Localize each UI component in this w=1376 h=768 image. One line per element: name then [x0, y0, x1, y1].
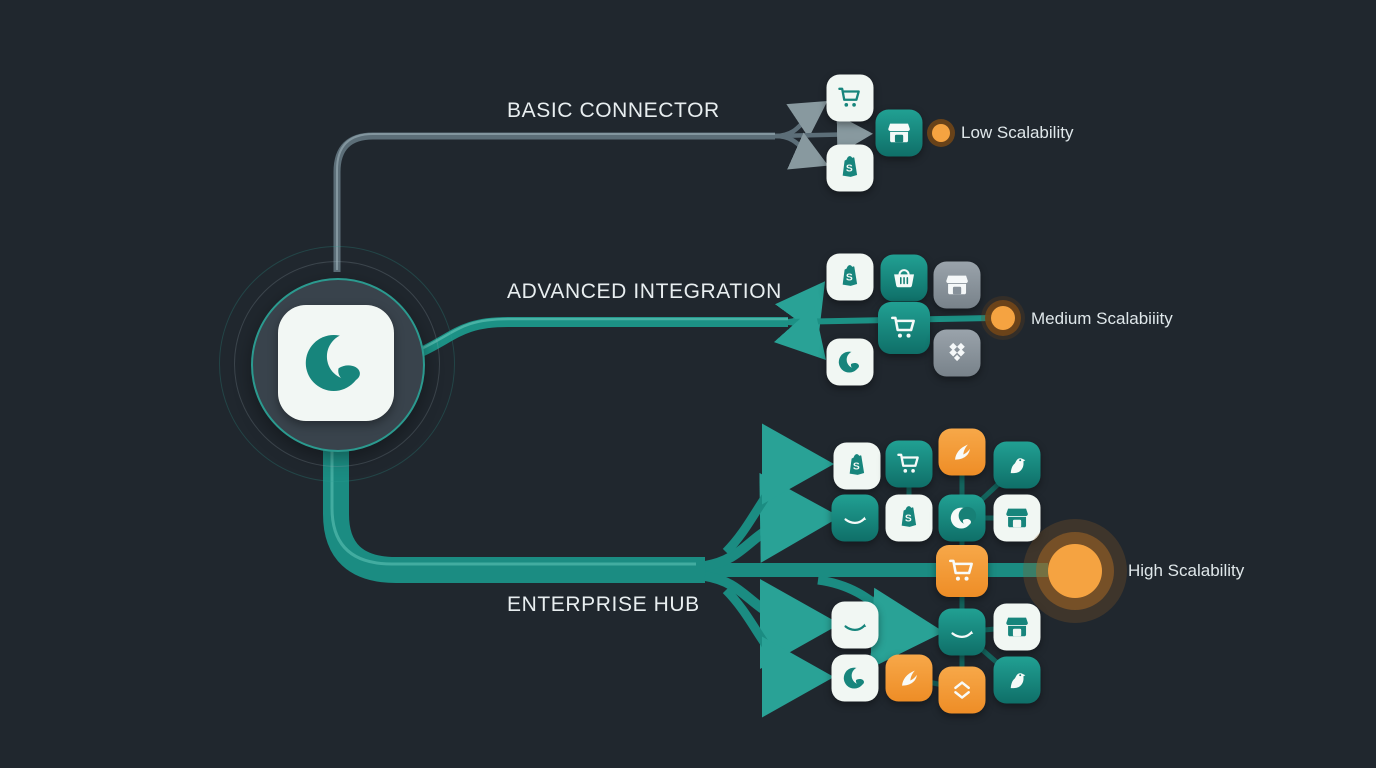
- amazon-icon: [951, 630, 974, 638]
- shopify-icon: S: [849, 454, 865, 475]
- storefront-icon: [888, 123, 910, 143]
- cart-tile: [936, 545, 988, 597]
- svg-text:S: S: [846, 163, 853, 174]
- basic-branch-line: [333, 101, 873, 272]
- shopify-icon: S: [842, 265, 858, 286]
- storefront-icon: [946, 275, 968, 295]
- swap-arrows-icon: [954, 681, 970, 699]
- shopify-tile: S: [833, 442, 881, 490]
- feather-icon: [954, 444, 970, 460]
- shopify-tile: S: [885, 494, 933, 542]
- shopify-icon: S: [901, 506, 917, 527]
- branch-label-advanced: ADVANCED INTEGRATION: [507, 280, 782, 303]
- cart-tile: [885, 440, 933, 488]
- branch-label-enterprise: ENTERPRISE HUB: [507, 593, 700, 616]
- amazon-icon: [844, 623, 867, 631]
- storefront-tile: [875, 109, 923, 157]
- amazon-tile: [831, 494, 879, 542]
- shopify-tile: S: [826, 144, 874, 192]
- bird-icon: [1010, 458, 1026, 474]
- basket-icon: [894, 269, 914, 288]
- shopware-icon: [843, 666, 870, 689]
- feather-tile: [885, 654, 933, 702]
- cart-tile: [878, 302, 930, 354]
- amazon-icon: [844, 516, 867, 524]
- enterprise-branch-line: [323, 423, 1048, 718]
- cart-icon: [948, 559, 973, 581]
- svg-text:S: S: [853, 461, 860, 472]
- basket-tile: [880, 254, 928, 302]
- svg-text:S: S: [846, 272, 853, 283]
- cart-icon: [897, 453, 919, 473]
- storefront-tile: [993, 603, 1041, 651]
- low-scalability-dot: [932, 124, 950, 142]
- amazon-tile: [831, 601, 879, 649]
- storefront-tile: [993, 494, 1041, 542]
- cart-tile: [826, 74, 874, 122]
- hub-inner-ring: [234, 261, 440, 467]
- bird-icon: [1010, 673, 1026, 689]
- medium-scalability-dot: [991, 306, 1015, 330]
- shopware-tile: [831, 654, 879, 702]
- dropbox-icon: [949, 342, 965, 362]
- svg-text:S: S: [905, 513, 912, 524]
- branch-label-basic: BASIC CONNECTOR: [507, 99, 720, 122]
- shopware-icon: [950, 506, 977, 529]
- swap-arrows-tile: [938, 666, 986, 714]
- hub-outer-ring: [219, 246, 455, 482]
- cart-icon: [838, 87, 860, 107]
- shopware-icon: [305, 333, 374, 391]
- shopware-tile: [938, 494, 986, 542]
- shopware-icon: [838, 350, 865, 373]
- high-scalability-label: High Scalability: [1128, 561, 1245, 580]
- shopify-icon: S: [842, 156, 858, 177]
- hub-card: [278, 305, 394, 421]
- low-scalability-label: Low Scalability: [961, 123, 1074, 142]
- amazon-tile: [938, 608, 986, 656]
- feather-icon: [901, 670, 917, 686]
- bird-tile: [993, 656, 1041, 704]
- shopware-tile: [826, 338, 874, 386]
- storefront-tile: [933, 261, 981, 309]
- shopify-tile: S: [826, 253, 874, 301]
- medium-scalability-label: Medium Scalabiiity: [1031, 309, 1173, 328]
- bird-tile: [993, 441, 1041, 489]
- storefront-icon: [1006, 508, 1028, 528]
- cart-icon: [890, 316, 915, 338]
- dropbox-tile: [933, 329, 981, 377]
- storefront-icon: [1006, 617, 1028, 637]
- high-scalability-dot: [1048, 544, 1102, 598]
- feather-tile: [938, 428, 986, 476]
